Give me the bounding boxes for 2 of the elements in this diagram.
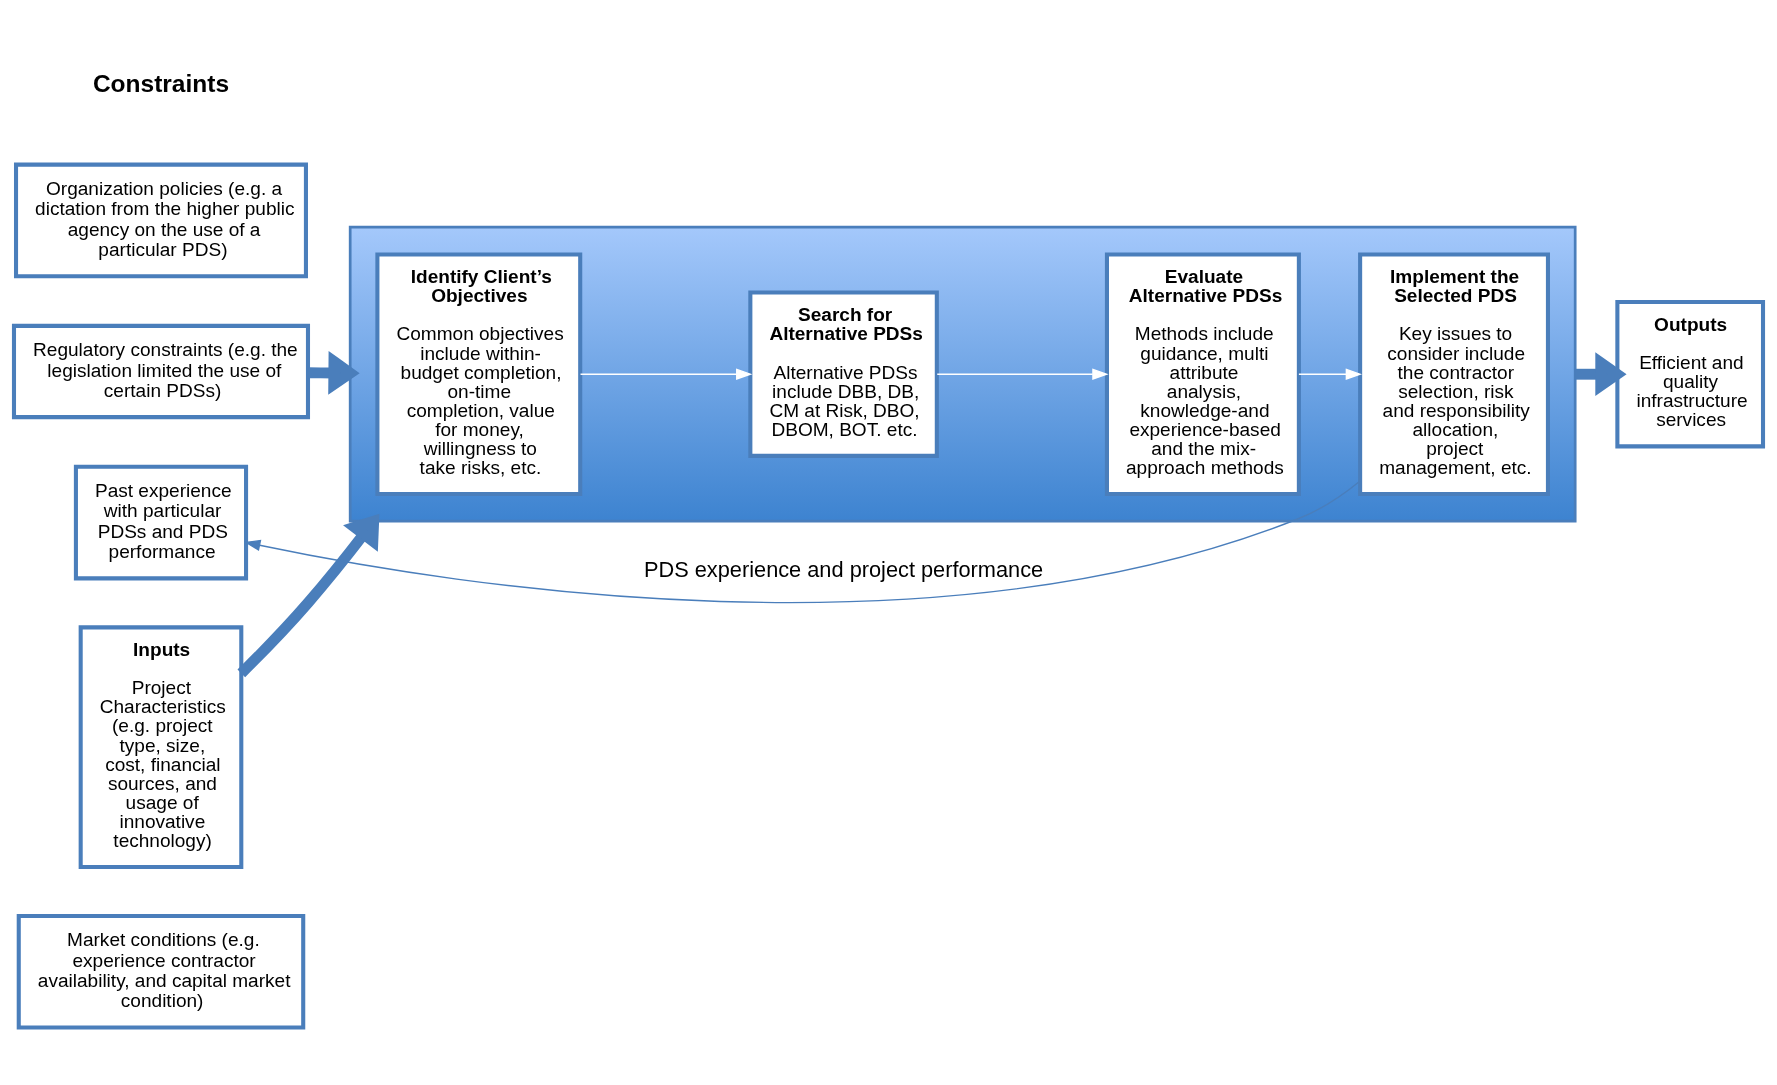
label: Constraints bbox=[92, 69, 230, 97]
edge-label: PDS experience and project performance bbox=[643, 556, 1044, 582]
